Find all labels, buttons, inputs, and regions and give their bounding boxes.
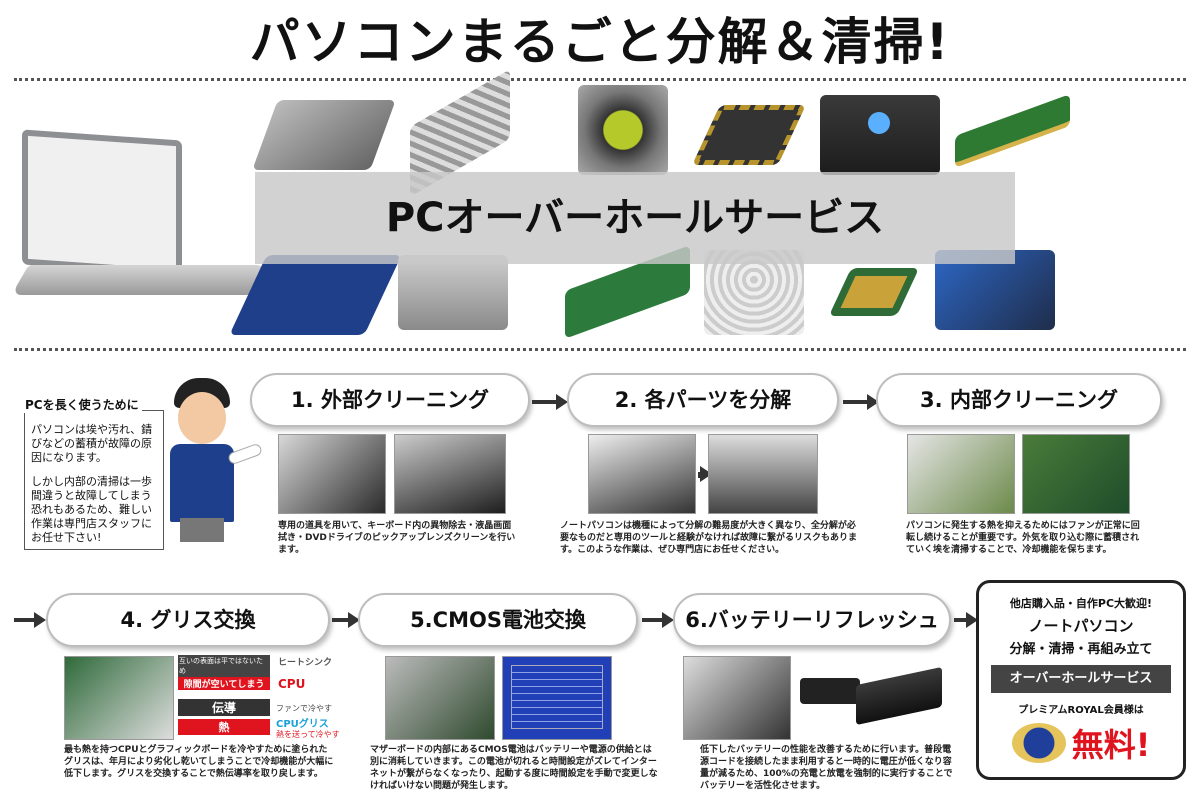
- promo-member: プレミアムROYAL会員様は: [1018, 705, 1144, 716]
- arrow-2-3: [843, 394, 879, 410]
- grease-diagram: 互いの表面は平ではないため ヒートシンク 隙間が空いてしまう CPU ファンで冷…: [178, 655, 358, 743]
- staff-arm: [226, 442, 264, 466]
- battery-icon: [856, 666, 942, 726]
- grease-cpugrease-label: CPUグリス: [276, 719, 329, 730]
- cpu-icon: [828, 268, 920, 316]
- note-paragraph-1: パソコンは埃や汚れ、錆びなどの蓄積が故障の原因になります。: [31, 423, 153, 464]
- step-6-photo-laptop: [683, 656, 791, 740]
- step-1-photo-keyboard: [278, 434, 386, 514]
- arrow-4-5: [332, 612, 360, 628]
- divider-middle: [14, 348, 1186, 351]
- staff-legs: [180, 518, 224, 542]
- arrow-step-2-photos: [698, 466, 712, 482]
- note-paragraph-2: しかし内部の清掃は一歩間違うと故障してしまう恐れもあるため、難しい作業は専門店ス…: [31, 475, 152, 544]
- page-title: パソコンまるごと分解＆清掃!: [249, 13, 951, 71]
- step-5-photo-battery: [385, 656, 495, 740]
- grease-conduct-label: 伝導: [178, 699, 270, 716]
- step-5-desc: マザーボードの内部にあるCMOS電池はバッテリーや電源の供給とは別に消耗していき…: [370, 745, 658, 791]
- arrow-3-4: [14, 612, 46, 628]
- step-3-pill: 3. 内部クリーニング: [876, 373, 1162, 427]
- step-3-desc: パソコンに発生する熱を抑えるためにはファンが正常に回転し続けることが重要です。外…: [906, 521, 1140, 555]
- step-3-photo-board: [1022, 434, 1130, 514]
- staff-body: [170, 444, 234, 522]
- charger-icon: [800, 678, 860, 704]
- grease-heat-label: 熱: [178, 719, 270, 735]
- promo-line-3: 分解・清掃・再組み立て: [1009, 642, 1153, 657]
- royal-card-icon: [1011, 723, 1066, 763]
- arrow-1-2: [532, 394, 568, 410]
- arrow-5-6: [642, 612, 674, 628]
- staff-face: [178, 392, 226, 444]
- bios-panel: [511, 665, 603, 729]
- service-banner: PCオーバーホールサービス: [255, 172, 1015, 264]
- promo-line-1: 他店購入品・自作PC大歓迎!: [1009, 597, 1153, 610]
- step-4-photo: [64, 656, 174, 740]
- step-5-photo-bios: [502, 656, 612, 740]
- chip-icon: [692, 105, 806, 165]
- staff-illustration: [162, 378, 264, 543]
- optical-drive-icon: [820, 95, 940, 175]
- card-reader-icon: [398, 255, 508, 330]
- note-heading: PCを長く使うために: [22, 396, 142, 413]
- grease-top-note: 互いの表面は平ではないため: [178, 655, 270, 677]
- hdd-icon: [252, 100, 396, 170]
- step-6-pill: 6.バッテリーリフレッシュ: [673, 593, 951, 647]
- step-1-photo-drive: [394, 434, 506, 514]
- optical-disc-icon: [868, 112, 890, 134]
- promo-free: 無料!: [1071, 726, 1151, 764]
- step-3-photo-fan: [907, 434, 1015, 514]
- promo-box: 他店購入品・自作PC大歓迎! ノートパソコン 分解・清掃・再組み立て オーバーホ…: [976, 580, 1186, 780]
- step-2-pill: 2. 各パーツを分解: [567, 373, 839, 427]
- step-1-pill: 1. 外部クリーニング: [250, 373, 530, 427]
- ram-icon: [955, 94, 1070, 168]
- note-box: パソコンは埃や汚れ、錆びなどの蓄積が故障の原因になります。 しかし内部の清掃は一…: [24, 410, 164, 550]
- grease-cpu-label: CPU: [278, 677, 306, 691]
- step-1-desc: 専用の道具を用いて、キーボード内の異物除去・液晶画面拭き・DVDドライブのピック…: [278, 521, 516, 555]
- step-4-desc: 最も熱を持つCPUとグラフィックボードを冷やすために塗られたグリスは、年月により…: [64, 745, 334, 779]
- step-4-pill: 4. グリス交換: [46, 593, 330, 647]
- promo-line-2: ノートパソコン: [1028, 617, 1134, 635]
- cpu-cooler-icon: [578, 85, 668, 175]
- grease-heatsink-label: ヒートシンク: [278, 658, 333, 668]
- psu-icon: [704, 250, 804, 335]
- promo-free-row: 無料!: [979, 720, 1183, 766]
- arrow-6-promo: [954, 612, 978, 628]
- step-2-photo-laptop: [588, 434, 696, 514]
- divider-top: [14, 78, 1186, 81]
- promo-badge: オーバーホールサービス: [991, 665, 1171, 693]
- step-2-photo-disassembled: [708, 434, 818, 514]
- step-6-desc: 低下したバッテリーの性能を改善するために行います。普段電源コードを接続したまま利…: [700, 745, 953, 791]
- step-6-photo-charger: [796, 650, 946, 738]
- step-2-desc: ノートパソコンは機種によって分解の難易度が大きく異なり、全分解が必要なものだと専…: [560, 521, 858, 555]
- grease-gap-label: 隙間が空いてしまう: [178, 677, 270, 690]
- laptop-icon: [22, 129, 182, 276]
- laptop-base: [11, 265, 274, 295]
- grease-fan-label: ファンで冷やす: [276, 704, 332, 713]
- step-5-pill: 5.CMOS電池交換: [358, 593, 638, 647]
- grease-heatsend-label: 熱を送って冷やす: [276, 730, 340, 739]
